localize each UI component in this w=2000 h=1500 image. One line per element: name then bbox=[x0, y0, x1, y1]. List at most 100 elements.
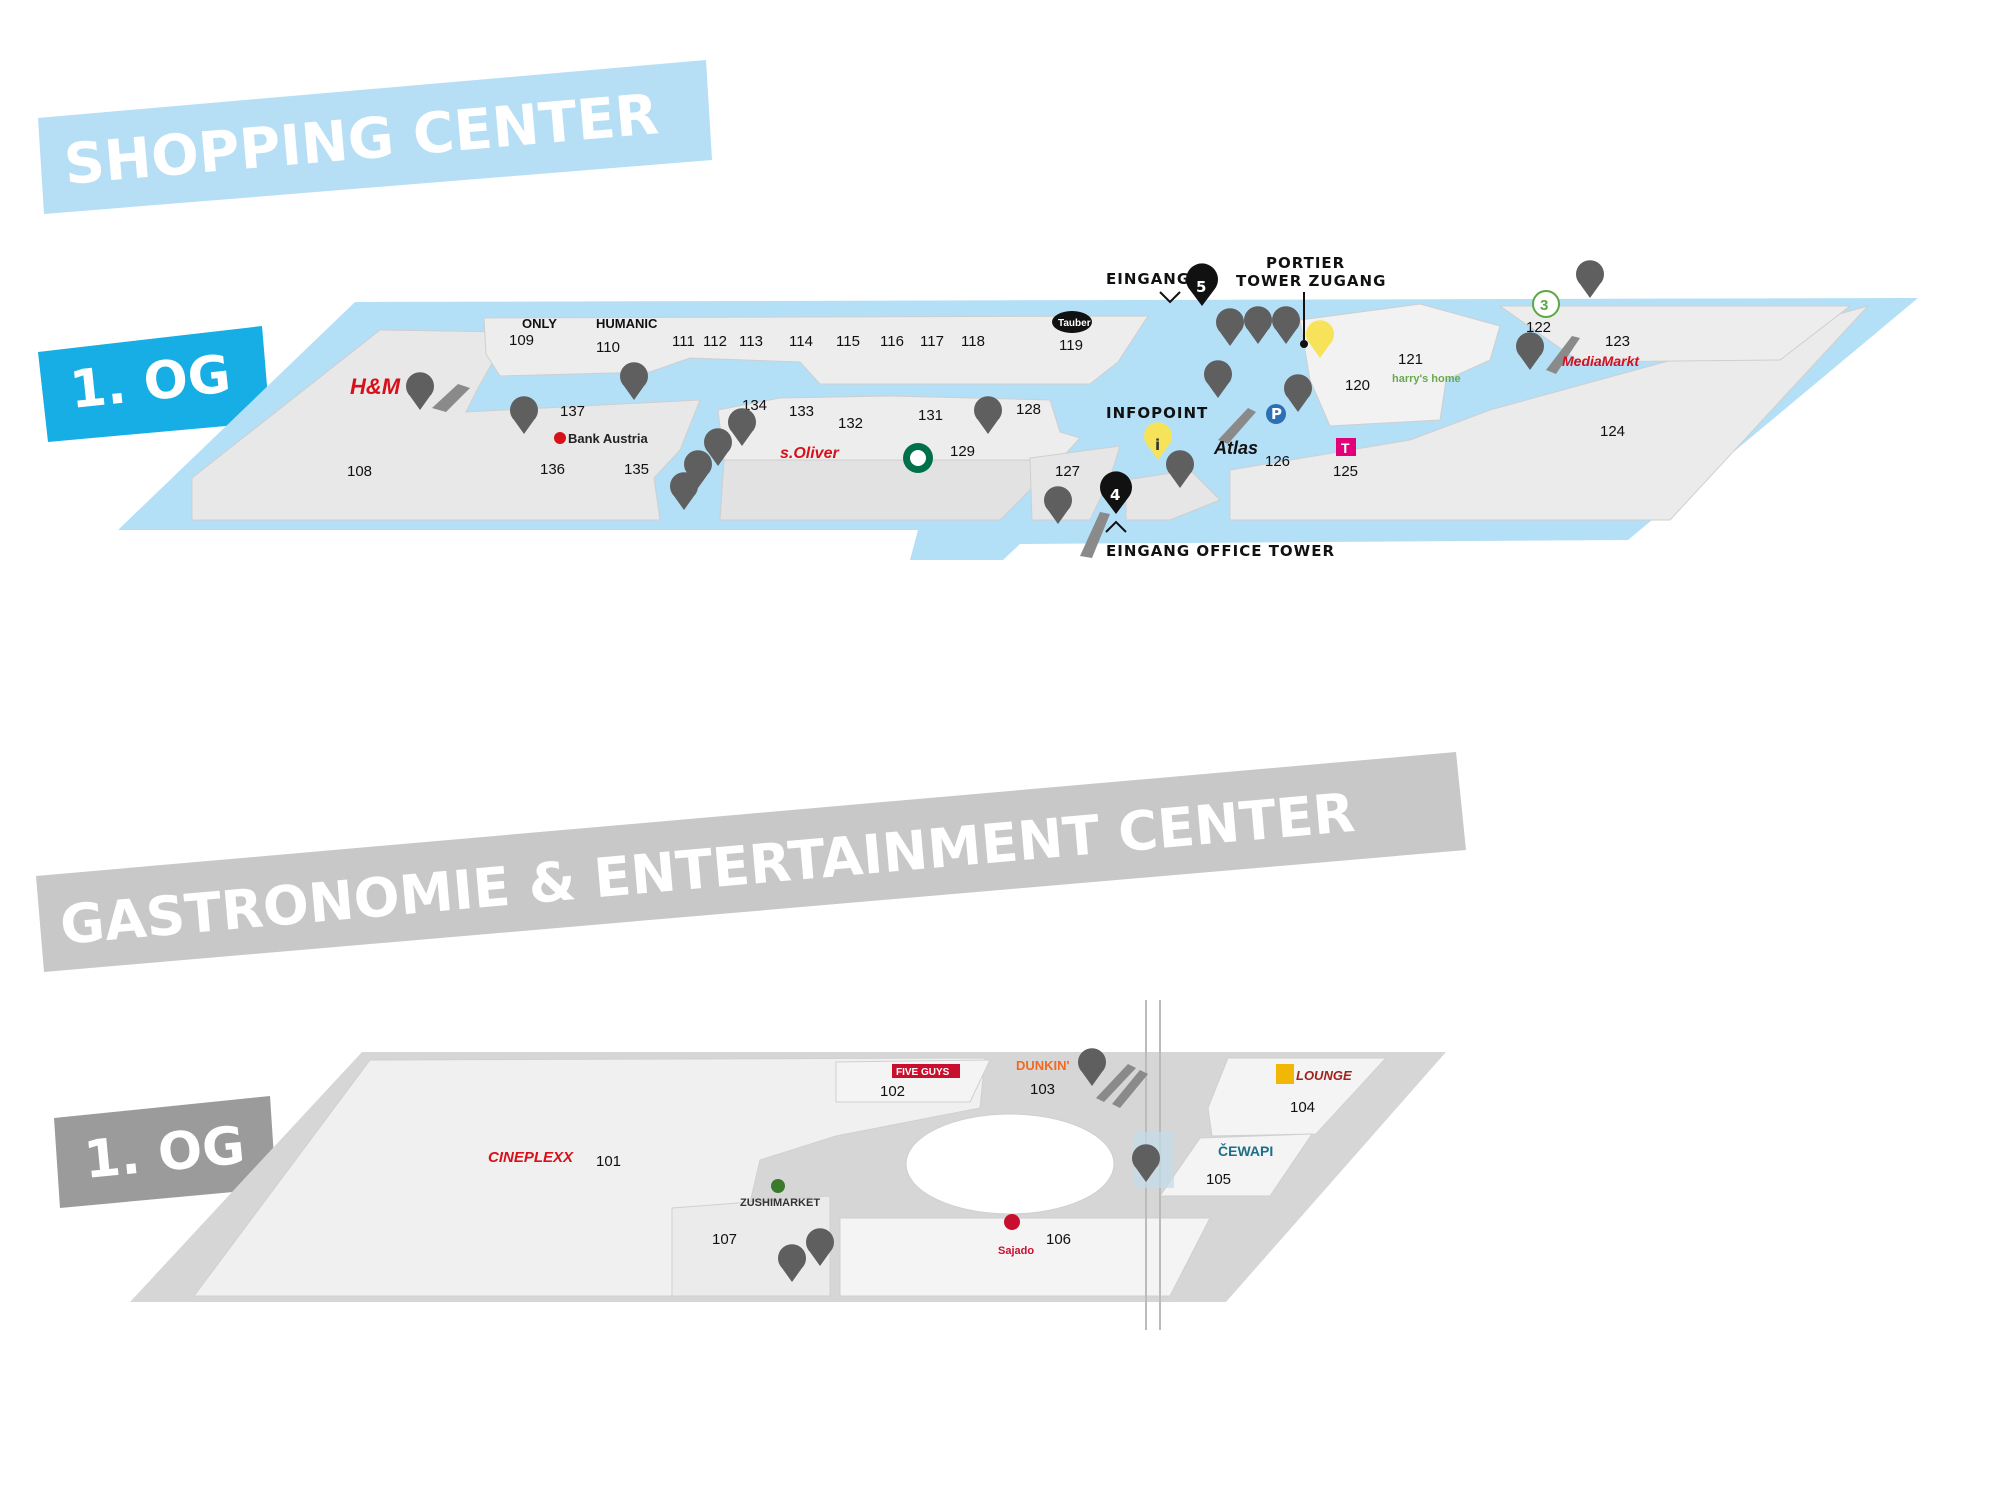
wheelchair-pin-icon bbox=[1272, 306, 1301, 344]
unit-116: 116 bbox=[880, 333, 904, 350]
brand-hm: H&M bbox=[350, 374, 401, 399]
brand-cevapi: ČEWAPI bbox=[1218, 1142, 1273, 1159]
svg-text:4: 4 bbox=[1110, 486, 1120, 504]
brand-dunkin: DUNKIN' bbox=[1016, 1058, 1070, 1073]
svg-text:5: 5 bbox=[1196, 278, 1206, 296]
infopoint-label: INFOPOINT bbox=[1106, 404, 1208, 422]
unit-129: 129 bbox=[950, 443, 975, 460]
brand-mediamarkt: MediaMarkt bbox=[1562, 353, 1640, 369]
gastro-unit-102: 102 bbox=[880, 1083, 905, 1100]
gastro-floor-badge: 1. OG bbox=[54, 1096, 276, 1208]
service-pins bbox=[406, 260, 1604, 524]
gastro-floor-plan: 101 102 103 104 105 106 107 CINEPLEXX FI… bbox=[130, 1000, 1446, 1330]
unit-114: 114 bbox=[789, 333, 813, 350]
unit-113: 113 bbox=[739, 333, 763, 350]
gastro-unit-101: 101 bbox=[596, 1153, 621, 1170]
entrance-5-marker: 5 bbox=[1159, 263, 1218, 306]
brand-zushimarket: ZUSHIMARKET bbox=[740, 1197, 820, 1209]
brand-humanic: HUMANIC bbox=[596, 316, 658, 331]
unit-115: 115 bbox=[836, 333, 860, 350]
unit-119: 119 bbox=[1059, 337, 1083, 354]
telekom-logo-icon bbox=[1336, 438, 1356, 456]
unit-122: 122 bbox=[1526, 319, 1551, 336]
eingang-5-label: EINGANG bbox=[1106, 270, 1190, 288]
unit-124: 124 bbox=[1600, 423, 1625, 440]
unit-118: 118 bbox=[961, 333, 985, 350]
unit-135: 135 bbox=[624, 461, 649, 478]
brand-bank-austria: Bank Austria bbox=[568, 431, 648, 446]
svg-text:i: i bbox=[1155, 436, 1160, 454]
gastro-unit-107: 107 bbox=[712, 1231, 737, 1248]
unit-117: 117 bbox=[920, 333, 944, 350]
unit-137: 137 bbox=[560, 403, 585, 420]
gastro-service-pins bbox=[778, 1048, 1160, 1282]
tauber-logo-icon bbox=[1052, 311, 1092, 333]
gastro-escalator-icon bbox=[1096, 1064, 1148, 1108]
gastro-unit-106: 106 bbox=[1046, 1231, 1071, 1248]
svg-text:P: P bbox=[1271, 405, 1282, 423]
sajado-logo-icon bbox=[1004, 1214, 1020, 1230]
three-logo-icon bbox=[1532, 290, 1560, 318]
brand-cineplexx: CINEPLEXX bbox=[488, 1149, 574, 1166]
unit-136: 136 bbox=[540, 461, 565, 478]
locker-pin-icon bbox=[728, 408, 757, 446]
gastro-accessible-pin-icon bbox=[806, 1228, 834, 1266]
shopping-floor-badge: 1. OG bbox=[38, 326, 270, 442]
portier-pin-icon bbox=[1306, 320, 1334, 358]
elevator-pin-icon-2 bbox=[1576, 260, 1604, 298]
escalator-pin-icon-3 bbox=[1204, 360, 1233, 398]
brand-dlounge: LOUNGE bbox=[1296, 1068, 1352, 1083]
unit-109: 109 bbox=[509, 332, 534, 349]
unit-132: 132 bbox=[838, 415, 863, 432]
b-pin-icon-2 bbox=[1166, 450, 1194, 488]
health-pin-icon bbox=[1216, 308, 1244, 346]
gastro-unit-103: 103 bbox=[1030, 1081, 1055, 1098]
shopping-center-banner: SHOPPING CENTER bbox=[38, 60, 712, 214]
brand-harrys-home: harry's home bbox=[1392, 373, 1461, 385]
gastro-restroom-pin-icon bbox=[778, 1244, 807, 1282]
portier-label-line2: TOWER ZUGANG bbox=[1236, 272, 1386, 290]
restroom-pin-icon bbox=[670, 472, 699, 510]
brand-sajado: Sajado bbox=[998, 1245, 1034, 1257]
unit-125: 125 bbox=[1333, 463, 1358, 480]
unit-111: 111 bbox=[672, 333, 695, 350]
escalator-pin-icon-2 bbox=[1044, 486, 1072, 524]
gastro-escalator-pin-icon bbox=[1078, 1048, 1106, 1086]
unit-127: 127 bbox=[1055, 463, 1080, 480]
atrium-void bbox=[905, 1113, 1115, 1215]
brand-atlas: Atlas bbox=[1213, 438, 1258, 458]
eingang-office-tower-label: EINGANG OFFICE TOWER bbox=[1106, 542, 1335, 560]
shopping-floor-plan: 108 109 110 111 112 113 114 115 116 117 … bbox=[118, 254, 1918, 560]
brand-fiveguys: FIVE GUYS bbox=[896, 1067, 950, 1078]
entrance-4-marker: 4 bbox=[1100, 471, 1132, 533]
unit-121: 121 bbox=[1398, 351, 1423, 368]
baby-change-pin-icon bbox=[684, 450, 713, 488]
unit-108: 108 bbox=[347, 463, 372, 480]
unit-126: 126 bbox=[1265, 453, 1290, 470]
customer-service-pin-icon-2 bbox=[974, 396, 1002, 434]
fiveguys-logo-icon bbox=[892, 1064, 960, 1078]
brand-tauber: Tauber bbox=[1058, 318, 1091, 329]
gastro-elevator-pin-icon bbox=[1132, 1144, 1160, 1182]
portier-label-line1: PORTIER bbox=[1266, 254, 1345, 272]
escalator-pin-icon-4 bbox=[1516, 332, 1544, 370]
brand-three: 3 bbox=[1540, 297, 1548, 314]
zushi-logo-icon bbox=[771, 1179, 785, 1193]
escalator-icon bbox=[432, 336, 1580, 558]
accessible-pin-icon bbox=[704, 428, 732, 466]
gastro-unit-104: 104 bbox=[1290, 1099, 1315, 1116]
unit-112: 112 bbox=[703, 333, 727, 350]
brand-telekom: T bbox=[1341, 440, 1350, 456]
unit-120: 120 bbox=[1345, 377, 1370, 394]
gastro-unit-105: 105 bbox=[1206, 1171, 1231, 1188]
gastro-banner: GASTRONOMIE & ENTERTAINMENT CENTER bbox=[36, 752, 1466, 972]
unit-123: 123 bbox=[1605, 333, 1630, 350]
dlounge-logo-icon bbox=[1276, 1064, 1294, 1084]
unit-131: 131 bbox=[918, 407, 943, 424]
escalator-pin-icon bbox=[406, 372, 434, 410]
b-pin-icon bbox=[620, 362, 648, 400]
unit-128: 128 bbox=[1016, 401, 1041, 418]
unit-133: 133 bbox=[789, 403, 814, 420]
customer-service-pin-icon bbox=[510, 396, 538, 434]
